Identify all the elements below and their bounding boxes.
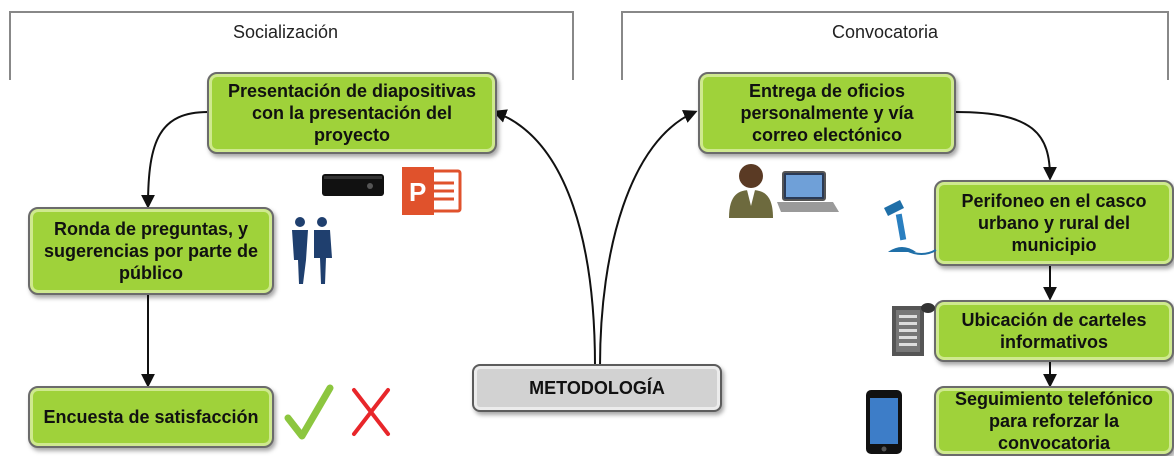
step-presentacion-diapositivas: Presentación de diapositivas con la pres… xyxy=(207,72,497,154)
step-ronda-preguntas: Ronda de preguntas, y sugerencias por pa… xyxy=(28,207,274,295)
step-entrega-oficios: Entrega de oficios personalmente y vía c… xyxy=(698,72,956,154)
step-presentacion-label: Presentación de diapositivas con la pres… xyxy=(227,81,477,145)
svg-text:P: P xyxy=(409,177,426,207)
cross-icon xyxy=(352,388,390,436)
step-encuesta-label: Encuesta de satisfacción xyxy=(43,407,259,427)
step-ubicacion-label: Ubicación de carteles informativos xyxy=(961,310,1147,352)
powerpoint-icon: P xyxy=(402,167,462,215)
microphone-icon xyxy=(884,200,937,255)
game-console-icon xyxy=(322,174,384,196)
arrow-center-to-entrega xyxy=(599,110,698,367)
step-encuesta-satisfaccion: Encuesta de satisfacción xyxy=(28,386,274,448)
section-title-socializacion: Socialización xyxy=(233,22,339,42)
step-entrega-label: Entrega de oficios personalmente y vía c… xyxy=(740,81,914,145)
step-seguimiento-label: Seguimiento telefónico para reforzar la … xyxy=(954,389,1154,453)
arrow-entrega-to-perifoneo xyxy=(955,111,1057,181)
arrow-center-to-presentacion xyxy=(492,109,596,367)
step-ronda-label: Ronda de preguntas, y sugerencias por pa… xyxy=(43,219,259,283)
smartphone-icon xyxy=(866,390,902,454)
scroll-document-icon xyxy=(892,303,935,356)
arrow-presentacion-to-ronda xyxy=(141,111,209,209)
check-icon xyxy=(284,384,334,440)
people-icon xyxy=(292,217,332,284)
convocatoria-bracket xyxy=(621,11,1169,80)
metodologia-label: METODOLOGÍA xyxy=(529,377,665,398)
step-ubicacion-carteles: Ubicación de carteles informativos xyxy=(934,300,1174,362)
socializacion-bracket xyxy=(9,11,574,80)
person-laptop-icon xyxy=(729,164,839,218)
step-perifoneo-label: Perifoneo en el casco urbano y rural del… xyxy=(961,191,1147,255)
step-seguimiento-telefonico: Seguimiento telefónico para reforzar la … xyxy=(934,386,1174,456)
step-perifoneo: Perifoneo en el casco urbano y rural del… xyxy=(934,180,1174,266)
metodologia-box: METODOLOGÍA xyxy=(472,364,722,412)
section-title-convocatoria: Convocatoria xyxy=(832,22,939,42)
